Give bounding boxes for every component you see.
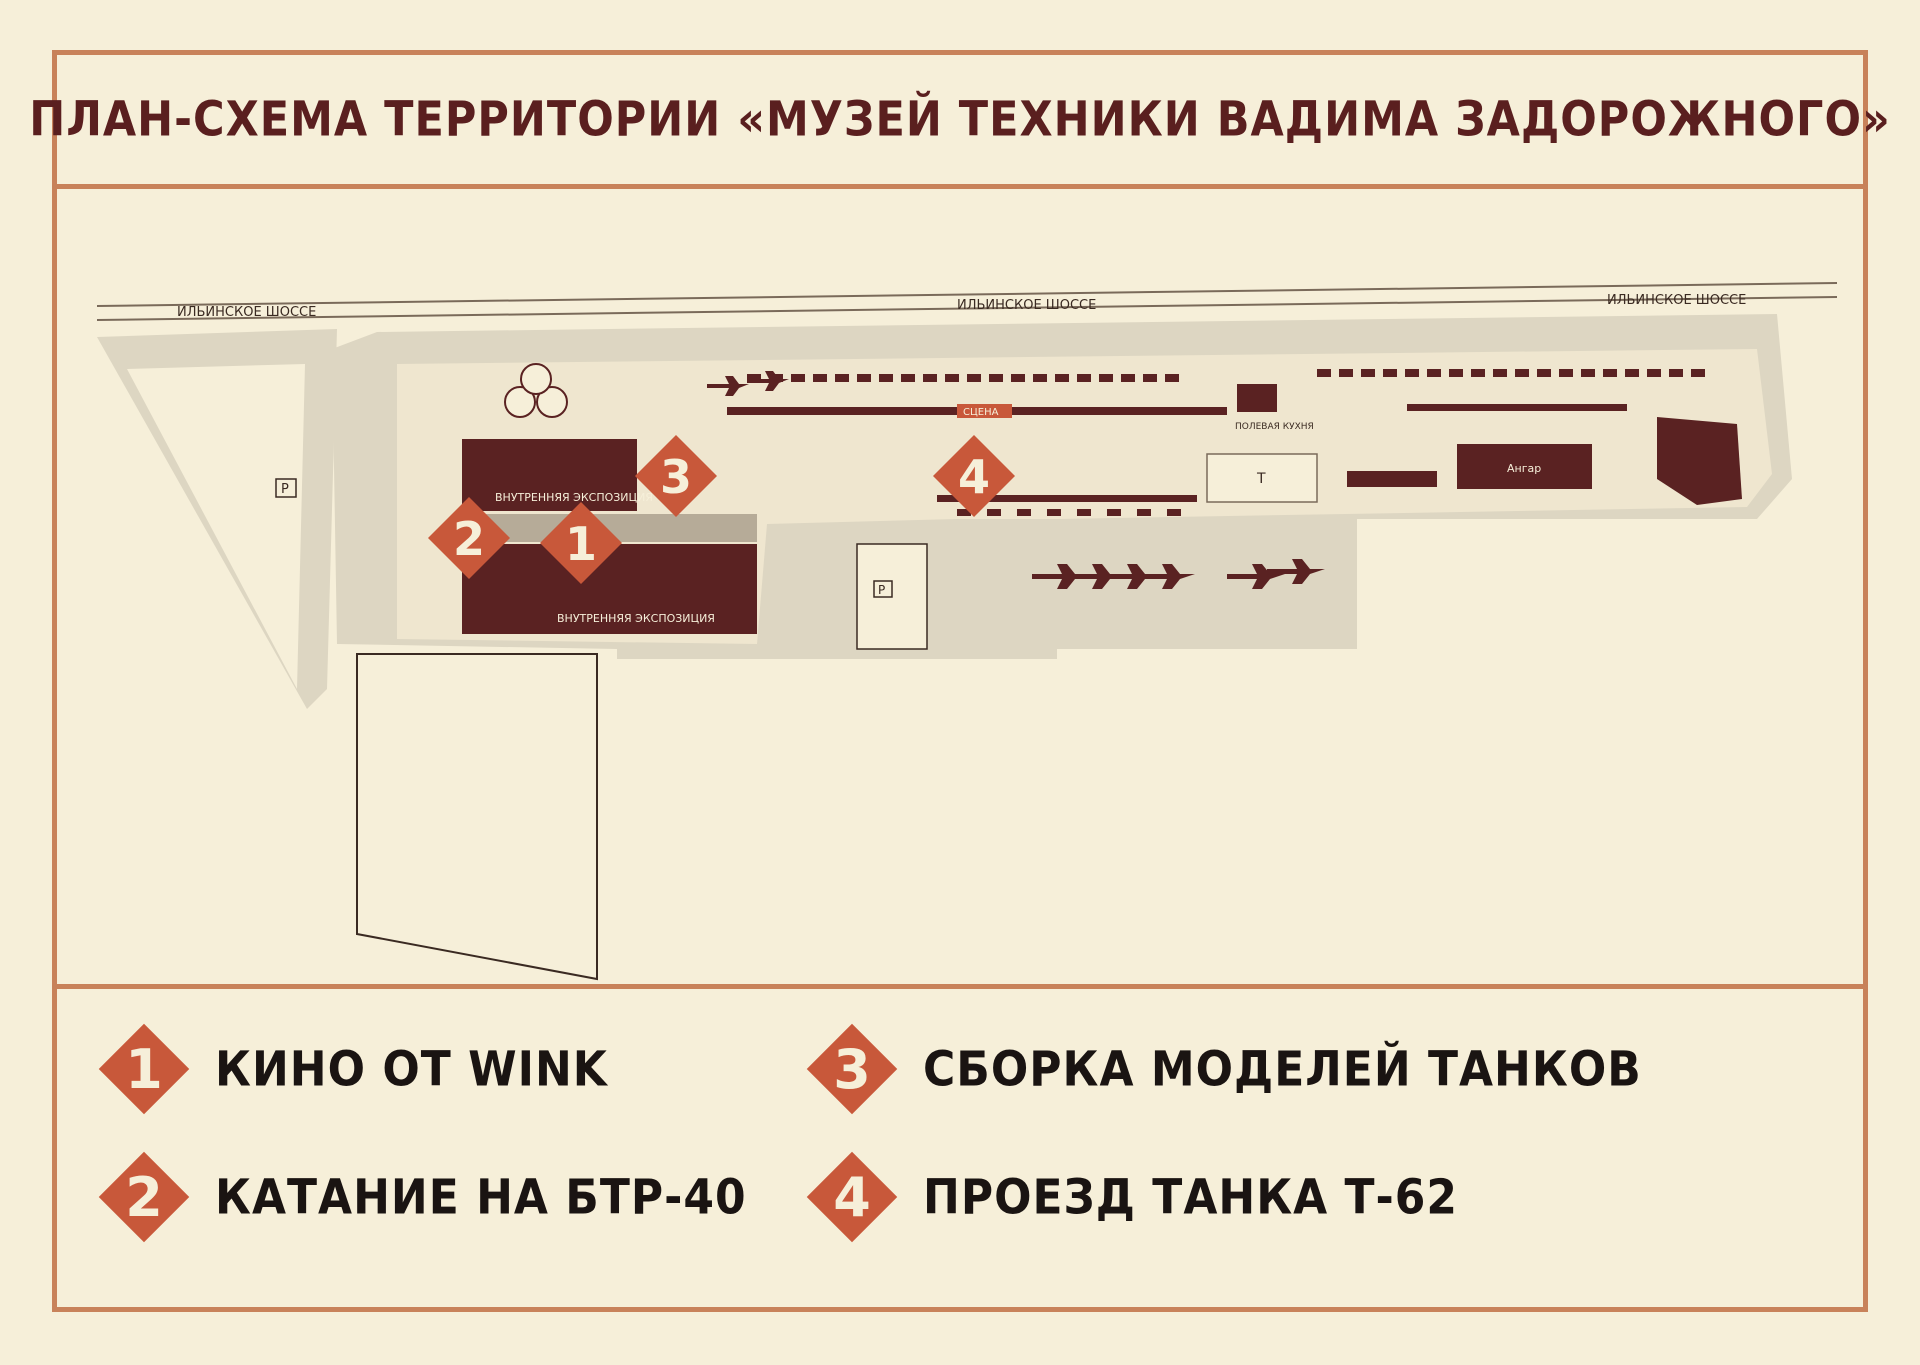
- map-marker-3-label: 3: [660, 450, 692, 504]
- map-marker-2[interactable]: 2: [427, 496, 511, 580]
- aircraft-zone: [927, 549, 1357, 649]
- road-line-bottom: [96, 296, 1838, 321]
- map-marker-3[interactable]: 3: [634, 434, 718, 518]
- territory-map: ИЛЬИНСКОЕ ШОССЕ ИЛЬИНСКОЕ ШОССЕ ИЛЬИНСКО…: [57, 189, 1863, 989]
- vehicle-row-upper: [747, 374, 1179, 382]
- pavilion: [504, 363, 568, 418]
- display-bar-lower: [937, 495, 1197, 502]
- building-exhibition-lower-label: ВНУТРЕННЯЯ ЭКСПОЗИЦИЯ: [557, 612, 715, 625]
- map-canvas: ИЛЬИНСКОЕ ШОССЕ ИЛЬИНСКОЕ ШОССЕ ИЛЬИНСКО…: [96, 282, 1838, 981]
- vehicle-row-right: [1317, 369, 1705, 377]
- vehicle-row-lower: [957, 509, 1181, 516]
- hangar-label: Ангар: [1507, 462, 1541, 475]
- hangar: [1457, 444, 1592, 489]
- parking-sign-right: [873, 580, 893, 598]
- building-exhibition-upper-label: ВНУТРЕННЯЯ ЭКСПОЗИЦИЯ: [495, 491, 653, 504]
- legend-marker-3: 3: [807, 1024, 897, 1114]
- map-marker-2-label: 2: [453, 512, 485, 566]
- title-bar: ПЛАН-СХЕМА ТЕРРИТОРИИ «МУЗЕЙ ТЕХНИКИ ВАД…: [29, 55, 1890, 189]
- legend-label-3: СБОРКА МОДЕЛЕЙ ТАНКОВ: [923, 1040, 1642, 1098]
- legend-marker-1: 1: [99, 1024, 189, 1114]
- road-label-right: ИЛЬИНСКОЕ ШОССЕ: [1607, 293, 1746, 308]
- road-label-center: ИЛЬИНСКОЕ ШОССЕ: [957, 298, 1096, 313]
- toilet-label: Т: [1256, 471, 1266, 487]
- legend-marker-2: 2: [99, 1152, 189, 1242]
- legend-label-2: КАТАНИЕ НА БТР-40: [215, 1168, 747, 1226]
- building-exhibition-upper: [462, 439, 637, 511]
- road-label-left: ИЛЬИНСКОЕ ШОССЕ: [177, 305, 316, 320]
- legend-item-2: 2 КАТАНИЕ НА БТР-40: [99, 1137, 747, 1257]
- legend-label-1: КИНО ОТ WINK: [215, 1040, 608, 1098]
- road-line-top: [96, 282, 1838, 307]
- map-marker-1-label: 1: [565, 517, 597, 571]
- map-marker-4[interactable]: 4: [932, 434, 1016, 518]
- map-marker-4-label: 4: [958, 450, 990, 504]
- page-title: ПЛАН-СХЕМА ТЕРРИТОРИИ «МУЗЕЙ ТЕХНИКИ ВАД…: [29, 91, 1891, 148]
- stage: [957, 404, 1012, 418]
- field-kitchen-label: ПОЛЕВАЯ КУХНЯ: [1235, 422, 1314, 432]
- field-kitchen: [1237, 384, 1277, 412]
- parking-label-left: P: [281, 482, 289, 497]
- building-right-large: [1657, 417, 1742, 505]
- legend: 1 КИНО ОТ WINK 2 КАТАНИЕ НА БТР-40 3 СБО…: [57, 989, 1863, 1307]
- aircraft-group: [707, 371, 1325, 589]
- map-marker-1[interactable]: 1: [539, 501, 623, 585]
- legend-marker-4: 4: [807, 1152, 897, 1242]
- legend-item-3: 3 СБОРКА МОДЕЛЕЙ ТАНКОВ: [807, 1009, 1642, 1129]
- lower-lot: [356, 653, 598, 981]
- display-bar-right: [1407, 404, 1627, 411]
- poster-frame: ПЛАН-СХЕМА ТЕРРИТОРИИ «МУЗЕЙ ТЕХНИКИ ВАД…: [29, 50, 1890, 1312]
- building-small-right: [1347, 471, 1437, 487]
- building-exhibition-lower: [462, 544, 757, 634]
- stage-label: СЦЕНА: [963, 407, 999, 418]
- left-parking-lot: [127, 364, 305, 689]
- legend-label-4: ПРОЕЗД ТАНКА Т-62: [923, 1168, 1459, 1226]
- legend-item-1: 1 КИНО ОТ WINK: [99, 1009, 608, 1129]
- legend-item-4: 4 ПРОЕЗД ТАНКА Т-62: [807, 1137, 1458, 1257]
- toilet-block: [1206, 453, 1318, 503]
- parking-sign-left: [275, 478, 297, 498]
- parking-label-right: P: [878, 583, 885, 597]
